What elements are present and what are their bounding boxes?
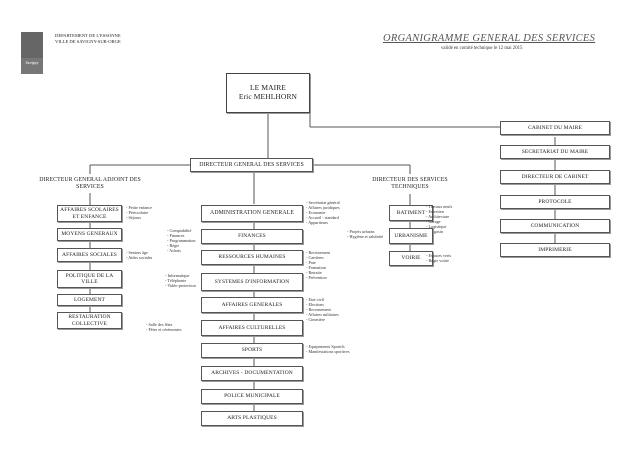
cabinet-box-0: CABINET DU MAIRE — [500, 121, 610, 135]
dst-note-right-2: - Espaces verts - Régie voirie — [426, 253, 452, 264]
admin-title-note: - Secrétariat général - Affaires juridiq… — [306, 200, 340, 226]
dept-line-2: VILLE DE SAVIGNY-SUR-ORGE — [55, 38, 121, 44]
maire-title: LE MAIRE — [249, 83, 286, 93]
admin-service-4: AFFAIRES CULTURELLES — [201, 320, 303, 336]
admin-note-left-2: - Informatique - Téléphonie - Vidéo-prot… — [165, 273, 196, 289]
dgas-note-2: - Seniors âge - Aides sociales — [126, 250, 153, 261]
dgas-service-0: AFFAIRES SCOLAIRES ET ENFANCE — [57, 205, 122, 222]
dst-note-left-1: - Projets urbains - Hygiène et salubrité — [347, 229, 384, 240]
dgas-note-0: - Petite enfance - Périscolaire - Séjour… — [126, 205, 153, 221]
admin-note-right-5: - Equipements Sportifs - Manifestations … — [306, 344, 350, 355]
maire-box: LE MAIRE Eric MEHLHORN — [226, 73, 310, 113]
admin-service-7: POLICE MUNICIPALE — [201, 389, 303, 404]
dgas-service-1: MOYENS GENERAUX — [57, 228, 122, 241]
cabinet-box-1: SECRETARIAT DU MAIRE — [500, 145, 610, 159]
dgas-service-4: LOGEMENT — [57, 294, 122, 306]
cabinet-box-5: IMPRIMERIE — [500, 243, 610, 257]
dept-line-1: DEPARTEMENT DE L'ESSONNE — [55, 33, 121, 38]
admin-service-6: ARCHIVES - DOCUMENTATION — [201, 366, 303, 381]
admin-note-right-3: - Etat-civil - Elections - Recensement -… — [306, 297, 339, 323]
dst-service-0: BATIMENT — [389, 205, 433, 221]
dst-service-2: VOIRIE — [389, 251, 433, 266]
dgas-title: DIRECTEUR GENERAL ADJOINT DES SERVICES — [39, 177, 141, 190]
page-subtitle: validé en comité technique le 12 mai 201… — [441, 46, 523, 51]
maire-name: Eric MEHLHORN — [238, 92, 298, 101]
admin-note-left-0: - Comptabilité - Finances - Programmatio… — [167, 228, 196, 254]
admin-note-right-1: - Recrutement - Carrières - Paie - Forma… — [306, 250, 330, 281]
dgs-box: DIRECTEUR GENERAL DES SERVICES — [190, 158, 313, 172]
cabinet-box-3: PROTOCOLE — [500, 195, 610, 209]
admin-service-8: ARTS PLASTIQUES — [201, 411, 303, 426]
admin-note-left-4: - Salle des fêtes - Fêtes et cérémonies — [146, 322, 182, 333]
page-title: ORGANIGRAMME GENERAL DES SERVICES — [383, 33, 596, 44]
cabinet-box-4: COMMUNICATION — [500, 219, 610, 233]
dgas-service-3: POLITIQUE DE LA VILLE — [57, 270, 122, 288]
admin-service-5: SPORTS — [201, 343, 303, 358]
admin-title: ADMINISTRATION GENERALE — [201, 205, 303, 222]
dgas-service-2: AFFAIRES SOCIALES — [57, 248, 122, 262]
dst-title: DIRECTEUR DES SERVICES TECHNIQUES — [372, 177, 448, 190]
department-label: DEPARTEMENT DE L'ESSONNE VILLE DE SAVIGN… — [55, 33, 121, 45]
admin-service-1: RESSOURCES HUMAINES — [201, 250, 303, 265]
admin-service-2: SYSTEMES D'INFORMATION — [201, 273, 303, 291]
cabinet-box-2: DIRECTEUR DE CABINET — [500, 170, 610, 184]
admin-service-0: FINANCES — [201, 229, 303, 244]
dgas-service-5: RESTAURATION COLLECTIVE — [57, 312, 122, 329]
city-logo: Savigny — [21, 32, 43, 74]
admin-service-3: AFFAIRES GENERALES — [201, 297, 303, 313]
dst-service-1: URBANISME — [389, 228, 433, 244]
